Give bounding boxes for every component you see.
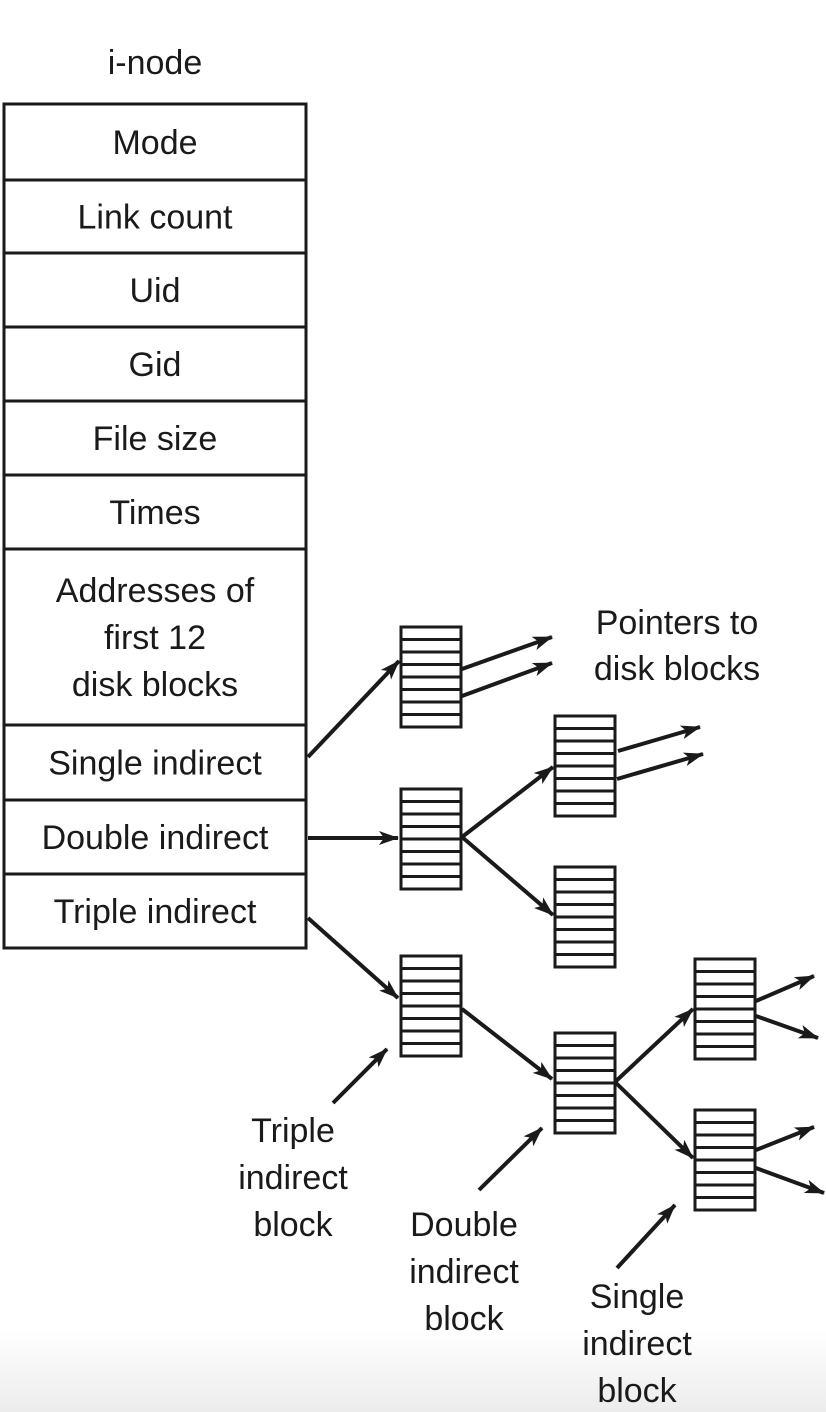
triple-block-caption-line-3: block	[253, 1206, 333, 1244]
triple-block-caption-line-2: indirect	[238, 1159, 348, 1197]
disk-pointer-arrow	[755, 974, 815, 1003]
single-block-caption-line-2: indirect	[582, 1325, 692, 1363]
inode-field-mode: Mode	[2, 102, 308, 182]
disk-pointer-arrow	[755, 1166, 825, 1195]
triple-child-arrow	[460, 1007, 554, 1081]
inode-field-label: Addresses of	[56, 572, 255, 610]
disk-pointer-arrow	[461, 661, 553, 698]
triple-grandchild-single-block-2	[693, 1108, 757, 1212]
triple-indirect-block-1	[399, 954, 463, 1058]
inode-field-double-indirect: Double indirect	[2, 798, 308, 876]
triple-grandchild-arrow	[613, 1007, 695, 1084]
inode-field-direct-addresses: Addresses of first 12 disk blocks	[2, 547, 308, 727]
inode-field-single-indirect: Single indirect	[2, 723, 308, 802]
inode-field-label: Single indirect	[48, 745, 262, 783]
single-indirect-pointer-arrow	[306, 659, 401, 759]
disk-pointer-arrow	[755, 1125, 815, 1152]
double-child-arrow	[460, 765, 555, 839]
inode-field-link-count: Link count	[2, 178, 308, 255]
inode-field-label: Link count	[78, 199, 234, 237]
inode-field-gid: Gid	[2, 325, 308, 403]
triple-block-caption-line-1: Triple	[251, 1112, 335, 1150]
inode-field-label: disk blocks	[72, 666, 238, 704]
disk-pointer-arrow	[616, 752, 704, 781]
pointers-label-line-2: disk blocks	[594, 650, 760, 688]
inode-field-cell	[2, 102, 308, 182]
inode-field-cell	[2, 473, 308, 551]
single-block-caption-arrow	[615, 1203, 677, 1270]
inode-field-file-size: File size	[2, 399, 308, 477]
triple-grandchild-arrow	[613, 1080, 695, 1160]
single-block-caption-line-1: Single	[590, 1278, 685, 1316]
inode-field-label: Times	[109, 494, 200, 532]
triple-block-caption-arrow	[331, 1047, 389, 1105]
double-child-single-block-1	[553, 714, 617, 818]
double-block-caption-line-3: block	[424, 1300, 504, 1338]
inode-field-label: Mode	[112, 124, 197, 162]
triple-child-double-block-1	[553, 1031, 617, 1135]
double-block-caption-line-1: Double	[410, 1206, 518, 1244]
single-indirect-block-1	[399, 625, 463, 729]
inode-field-label: Gid	[129, 346, 182, 384]
disk-pointer-arrow	[755, 1014, 819, 1040]
pointer-arrows	[306, 635, 825, 1270]
inode-field-cell	[2, 723, 308, 802]
inode-field-triple-indirect: Triple indirect	[2, 872, 308, 950]
inode-field-cell	[2, 872, 308, 950]
indirect-blocks	[399, 625, 757, 1212]
inode-field-cell	[2, 178, 308, 255]
double-indirect-block-1	[399, 787, 463, 891]
double-block-caption-line-2: indirect	[409, 1253, 519, 1291]
disk-pointer-arrow	[461, 635, 553, 671]
inode-field-label: Triple indirect	[54, 893, 257, 931]
double-child-single-block-2	[553, 865, 617, 969]
single-block-caption-line-3: block	[597, 1372, 677, 1410]
inode-field-label: Uid	[129, 272, 180, 310]
inode-field-uid: Uid	[2, 251, 308, 329]
inode-field-label: first 12	[104, 619, 206, 657]
triple-grandchild-single-block-1	[693, 957, 757, 1061]
inode-title: i-node	[108, 44, 203, 82]
inode-field-label: Double indirect	[42, 819, 269, 857]
disk-pointer-arrow	[617, 725, 701, 753]
pointers-label-line-1: Pointers to	[596, 604, 759, 642]
inode-field-times: Times	[2, 473, 308, 551]
inode-field-cell	[2, 325, 308, 403]
double-block-caption-arrow	[477, 1126, 544, 1192]
triple-indirect-pointer-arrow	[306, 916, 400, 1000]
double-child-arrow	[460, 835, 555, 917]
inode-field-label: File size	[93, 420, 218, 458]
